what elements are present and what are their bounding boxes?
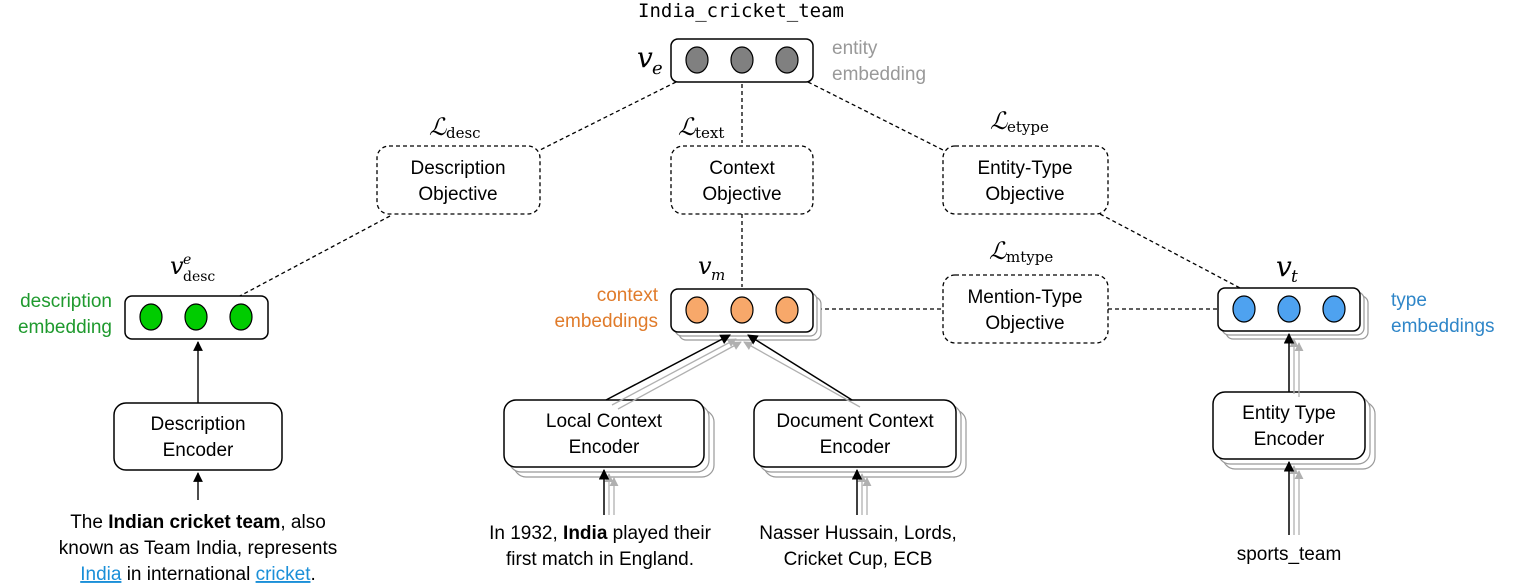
context-embedding-dot [685, 296, 709, 324]
connector-desc-objective-to-desc-embedding [237, 215, 391, 298]
description-objective-box [376, 145, 541, 215]
entity-symbol: v e [637, 41, 663, 79]
description-embedding-label-line2: embedding [18, 317, 112, 338]
loss-etype: ℒ etype [990, 107, 1049, 136]
entity-embedding-dot [775, 46, 799, 74]
description-objective-line1: Description [410, 158, 505, 179]
entity-type-encoder-line1: Entity Type [1242, 403, 1336, 424]
link-cricket[interactable]: cricket [256, 564, 312, 585]
svg-text:e: e [652, 58, 663, 79]
description-encoder-line2: Encoder [163, 440, 234, 461]
loss-mtype: ℒ mtype [989, 237, 1053, 266]
entity-type-encoder-line2: Encoder [1254, 429, 1325, 450]
svg-text:e: e [183, 252, 191, 268]
connector-entity-to-etype-objective [807, 81, 944, 151]
svg-text:ℒ: ℒ [990, 107, 1008, 135]
svg-text:v: v [698, 252, 712, 280]
description-embedding-label-line1: description [20, 291, 112, 312]
svg-text:mtype: mtype [1006, 248, 1053, 266]
type-embedding-vector [1232, 295, 1346, 323]
description-encoder-line1: Description [150, 414, 245, 435]
context-embedding-dot [775, 296, 799, 324]
entity-type-objective-line2: Objective [985, 184, 1064, 205]
description-input-line3: India in international cricket. [80, 564, 316, 585]
arrow-document-shadow [743, 341, 861, 408]
svg-text:etype: etype [1007, 118, 1049, 136]
type-embedding-dot [1322, 295, 1346, 323]
loss-text: ℒ text [678, 113, 724, 142]
svg-text:ℒ: ℒ [429, 113, 447, 141]
entity-embedding-dot [730, 46, 754, 74]
type-input: sports_team [1237, 544, 1342, 565]
description-embedding-dot [139, 303, 163, 331]
svg-text:t: t [1291, 267, 1298, 287]
mention-type-objective-line1: Mention-Type [967, 287, 1082, 308]
svg-text:v: v [170, 252, 184, 280]
type-embedding-symbol: v t [1276, 250, 1298, 287]
mention-type-objective-line2: Objective [985, 313, 1064, 334]
description-input-line2: known as Team India, represents [59, 538, 337, 559]
description-objective-line2: Objective [418, 184, 497, 205]
context-embedding-symbol: v m [698, 252, 725, 284]
dashed-connectors [237, 81, 1241, 310]
loss-desc: ℒ desc [429, 113, 481, 142]
description-input-line1: The Indian cricket team, also [70, 512, 326, 533]
document-context-encoder-line2: Encoder [820, 437, 891, 458]
local-context-encoder-line1: Local Context [546, 411, 663, 432]
description-embedding-symbol: v e desc [170, 252, 215, 285]
context-objective-box [670, 145, 814, 215]
local-input-line1: In 1932, India played their [489, 523, 711, 544]
entity-type-objective-line1: Entity-Type [977, 158, 1072, 179]
type-embedding-label-line1: type [1391, 290, 1427, 311]
document-input-line1: Nasser Hussain, Lords, [759, 523, 956, 544]
context-objective-line1: Context [709, 158, 775, 179]
arrow-local-shadow [611, 338, 737, 406]
type-embedding-dot [1232, 295, 1256, 323]
arrow-document-encoder-to-context [747, 334, 853, 401]
description-embedding-dot [229, 303, 253, 331]
entity-type-objective-box [942, 145, 1109, 215]
svg-text:ℒ: ℒ [678, 113, 696, 141]
type-embedding-dot [1277, 295, 1301, 323]
mention-type-objective-box [942, 274, 1109, 344]
context-embedding-dot [730, 296, 754, 324]
local-context-encoder-line2: Encoder [569, 437, 640, 458]
link-india[interactable]: India [80, 564, 122, 585]
context-embedding-label-line2: embeddings [554, 311, 658, 332]
connector-etype-objective-to-type-embedding [1099, 213, 1241, 289]
svg-text:ℒ: ℒ [989, 237, 1007, 265]
document-context-encoder-line1: Document Context [776, 411, 934, 432]
svg-text:v: v [637, 41, 653, 74]
svg-text:m: m [711, 266, 725, 284]
entity-embedding-vector [685, 46, 799, 74]
entity-name: India_cricket_team [638, 0, 844, 22]
context-objective-line2: Objective [702, 184, 781, 205]
type-embedding-label-line2: embeddings [1391, 316, 1495, 337]
svg-text:desc: desc [183, 269, 215, 285]
context-embedding-vector [685, 296, 799, 324]
document-context-encoder-box [753, 399, 957, 468]
description-embedding-vector [139, 303, 253, 331]
arrow-local-encoder-to-context [605, 334, 731, 401]
svg-text:desc: desc [446, 124, 481, 142]
document-input-line2: Cricket Cup, ECB [784, 549, 933, 570]
context-embedding-label-line1: context [597, 285, 659, 306]
entity-embedding-dot [685, 46, 709, 74]
description-embedding-dot [184, 303, 208, 331]
entity-embedding-label-line1: entity [832, 38, 878, 59]
local-input-line2: first match in England. [506, 549, 694, 570]
arrow-local-shadow [617, 341, 742, 410]
local-context-encoder-box [503, 399, 705, 468]
svg-text:v: v [1276, 250, 1292, 283]
svg-text:text: text [695, 124, 724, 142]
entity-embedding-label-line2: embedding [832, 64, 926, 85]
connector-entity-to-desc-objective [539, 81, 677, 151]
